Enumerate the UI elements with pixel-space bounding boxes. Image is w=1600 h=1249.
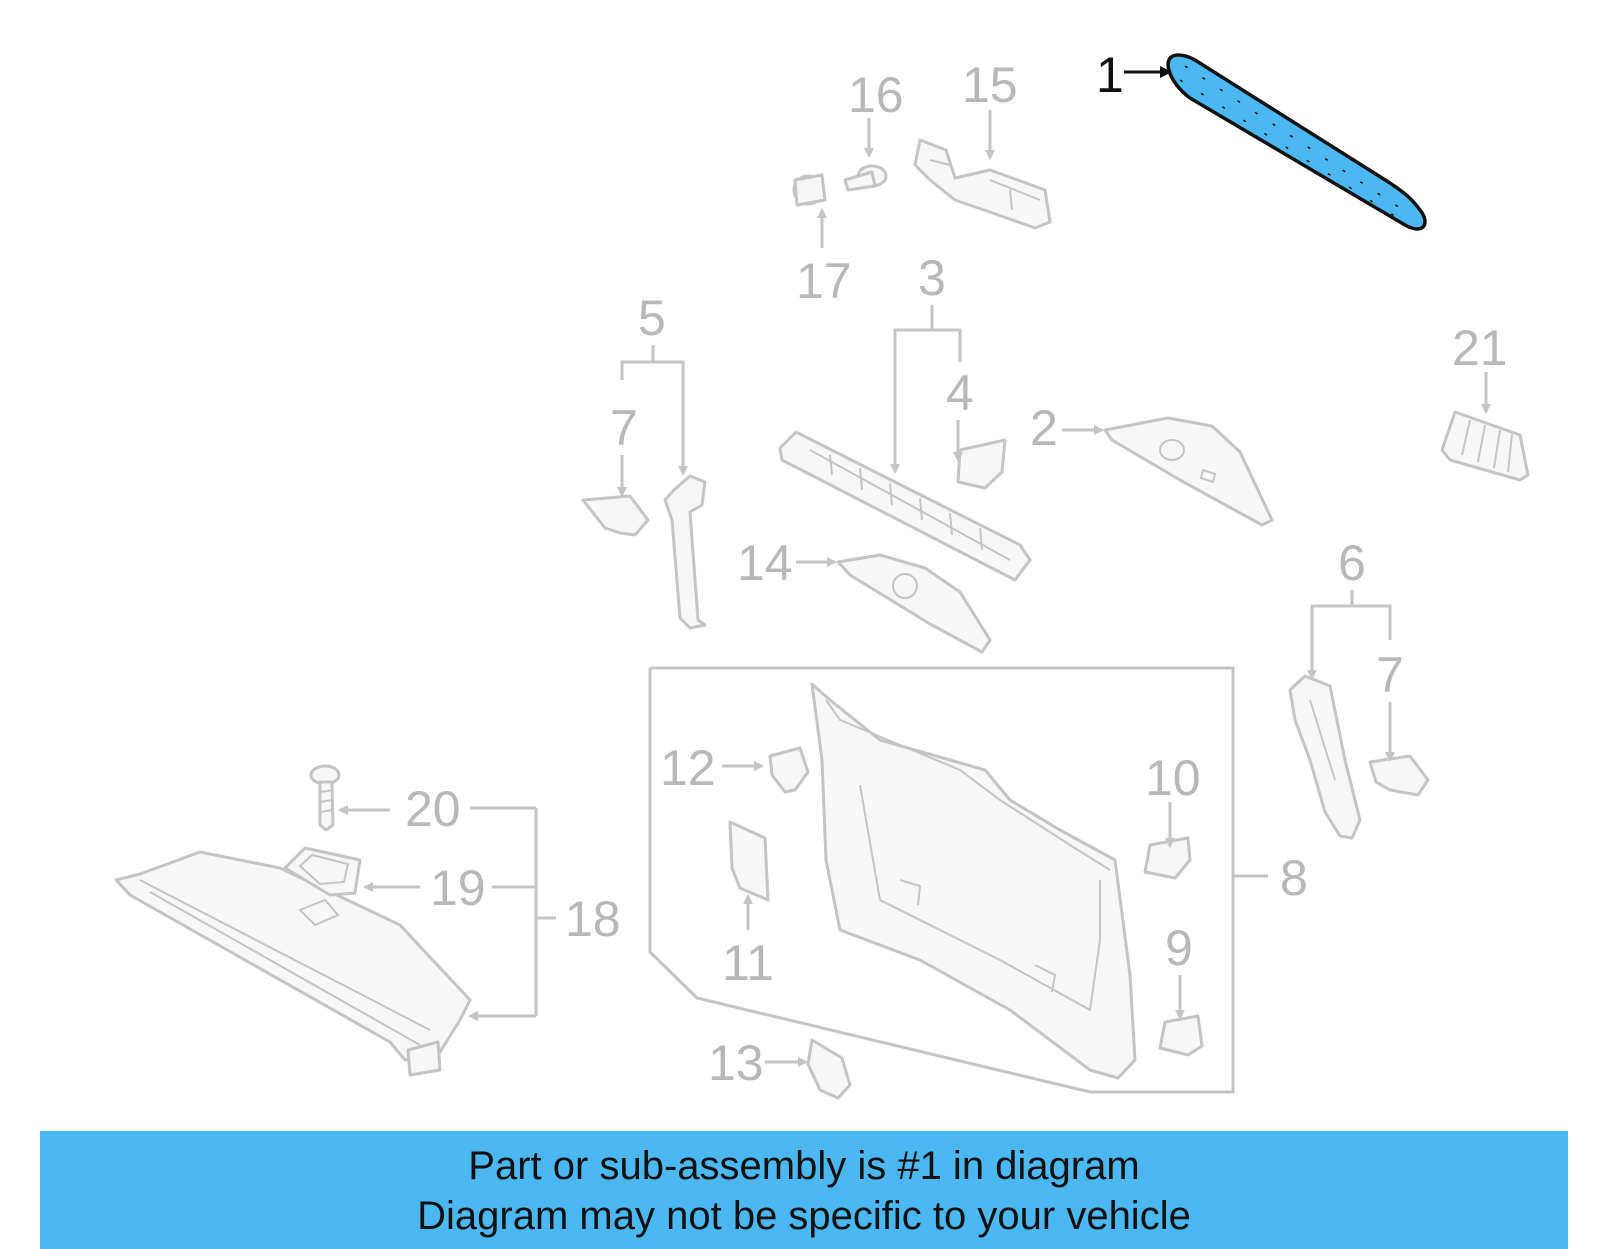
svg-text:9: 9 [1165, 920, 1193, 976]
part-17-grommet [792, 173, 827, 207]
part-15-bracket [913, 138, 1052, 230]
svg-text:13: 13 [708, 1035, 764, 1091]
svg-text:3: 3 [918, 250, 946, 306]
svg-text:1: 1 [1096, 47, 1124, 103]
svg-text:7: 7 [610, 400, 638, 456]
callout-19: 19 [363, 860, 486, 916]
callout-16: 16 [848, 67, 904, 158]
svg-text:14: 14 [737, 535, 793, 591]
part-3-sill-trim [778, 430, 1032, 582]
part-7-clip-right [1368, 754, 1430, 797]
part-10-clip [1143, 836, 1192, 880]
svg-text:16: 16 [848, 67, 904, 123]
part-18-cargo-cover [114, 850, 472, 1077]
callout-18-20-bracket [468, 806, 556, 1021]
callout-1: 1 [1096, 47, 1172, 103]
part-19-pad [283, 846, 362, 897]
callout-10: 10 [1145, 750, 1201, 848]
callout-3: 3 [890, 250, 962, 474]
callout-8: 8 [1233, 850, 1308, 906]
part-11-bracket [728, 820, 770, 902]
callout-7-right: 7 [1376, 647, 1404, 762]
callout-7-left: 7 [610, 400, 638, 497]
part-2-trim-panel [1103, 416, 1274, 527]
callout-20: 20 [338, 781, 461, 837]
svg-text:12: 12 [660, 740, 716, 796]
svg-text:15: 15 [962, 57, 1018, 113]
svg-text:7: 7 [1376, 647, 1404, 703]
part-6-pillar-trim [1288, 674, 1362, 840]
part-21-vent [1440, 410, 1530, 482]
part-13-cap [806, 1038, 852, 1100]
part-20-screw [309, 764, 341, 832]
info-banner: Part or sub-assembly is #1 in diagram Di… [40, 1131, 1568, 1249]
banner-line-1: Part or sub-assembly is #1 in diagram [468, 1144, 1140, 1188]
part-8-door-trim-panel [810, 682, 1137, 1080]
callout-4: 4 [946, 365, 974, 462]
callout-13: 13 [708, 1035, 808, 1091]
callout-6: 6 [1307, 535, 1392, 680]
callout-18: 18 [565, 891, 621, 947]
callout-21: 21 [1452, 320, 1508, 414]
callout-12: 12 [660, 740, 764, 796]
svg-text:10: 10 [1145, 750, 1201, 806]
svg-text:5: 5 [638, 290, 666, 346]
subassembly-8-box [648, 666, 1235, 1094]
svg-text:6: 6 [1338, 535, 1366, 591]
callout-15: 15 [962, 57, 1018, 160]
part-9-clip [1158, 1014, 1204, 1057]
callout-11: 11 [722, 894, 774, 991]
part-4-clip [956, 438, 1007, 490]
svg-text:17: 17 [796, 253, 852, 309]
svg-text:8: 8 [1280, 850, 1308, 906]
svg-text:2: 2 [1030, 400, 1058, 456]
banner-line-2: Diagram may not be specific to your vehi… [417, 1194, 1191, 1238]
part-16-clip [843, 164, 888, 192]
svg-text:21: 21 [1452, 320, 1508, 376]
callout-17: 17 [796, 208, 852, 309]
svg-text:20: 20 [405, 781, 461, 837]
part-5-pillar-trim [663, 474, 707, 630]
part-7-clip-left [581, 494, 650, 537]
svg-text:18: 18 [565, 891, 621, 947]
callout-2: 2 [1030, 400, 1104, 456]
svg-text:19: 19 [430, 860, 486, 916]
part-14-trim [836, 553, 992, 654]
svg-text:11: 11 [722, 935, 774, 991]
svg-text:4: 4 [946, 365, 974, 421]
part-1-highlighted[interactable] [1166, 53, 1427, 231]
part-12-clip [768, 746, 810, 794]
callout-5: 5 [620, 290, 688, 476]
callout-9: 9 [1165, 920, 1193, 1020]
callout-14: 14 [737, 535, 837, 591]
